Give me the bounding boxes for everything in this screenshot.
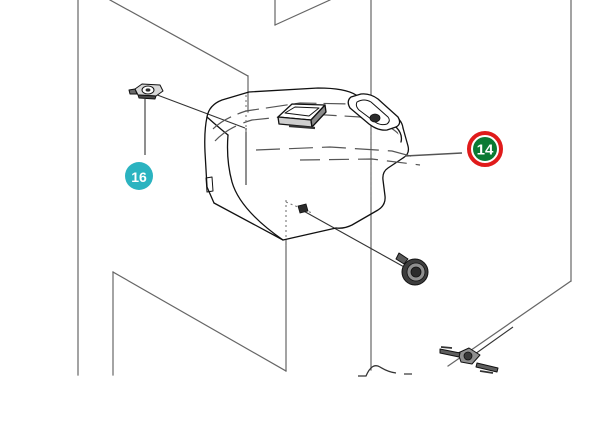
clamp-plate xyxy=(137,94,157,100)
part-leader-lines xyxy=(144,92,514,360)
callout-14[interactable]: 14 xyxy=(404,131,503,167)
tank-mount-lug xyxy=(297,203,309,214)
part-tank-cap xyxy=(277,103,327,128)
bracket-arm-right xyxy=(475,362,499,373)
part-mounting-bolt xyxy=(395,252,429,286)
callout-16[interactable]: 16 xyxy=(125,162,153,190)
tank-front-crease xyxy=(226,134,284,241)
frame-line-lower-diagonal xyxy=(112,271,287,372)
tank-cap-rim-right xyxy=(310,104,327,128)
clamp-hole-inner xyxy=(145,88,151,92)
tank-seam-lowest xyxy=(299,158,421,166)
callout-16-fill xyxy=(125,162,153,190)
callout-14-fill xyxy=(473,137,497,161)
part-lower-bracket xyxy=(439,346,499,374)
bracket-tick-top xyxy=(440,346,453,349)
bracket-hole xyxy=(463,351,473,361)
leader-bolt xyxy=(299,208,407,269)
tank-cap-inner-line xyxy=(284,106,320,117)
frame-line-notch-diagonal xyxy=(274,0,331,26)
tank-cap-shadow xyxy=(288,124,316,130)
tank-handle-pivot xyxy=(369,113,381,123)
tank-right-contour xyxy=(335,127,410,229)
bolt-shank xyxy=(395,252,409,265)
callout-14-label: 14 xyxy=(477,142,494,159)
clamp-left-ear xyxy=(128,88,138,95)
part-hose-clamp xyxy=(128,83,164,100)
tank-seam-lower xyxy=(255,146,419,159)
part-tank-handle xyxy=(347,93,403,143)
tank-seam-mid xyxy=(214,113,405,142)
tank-left-shoulder-fold xyxy=(206,116,229,136)
tank-handle-tail xyxy=(395,126,403,143)
leader-clamp-to-tank xyxy=(151,92,246,129)
frame-wave-line xyxy=(358,365,397,377)
callout-16-label: 16 xyxy=(131,169,147,185)
tank-left-tab xyxy=(205,176,214,193)
tank-handle-inner xyxy=(355,99,390,126)
bracket-tick-bottom xyxy=(479,370,494,374)
bolt-head-inner xyxy=(410,266,422,278)
callout-14-leader xyxy=(404,152,463,157)
bracket-arm-left xyxy=(439,348,461,358)
tank-left-edge xyxy=(204,116,215,204)
frame-line-upper-diagonal xyxy=(109,0,249,77)
background-frame-lines xyxy=(77,0,572,376)
